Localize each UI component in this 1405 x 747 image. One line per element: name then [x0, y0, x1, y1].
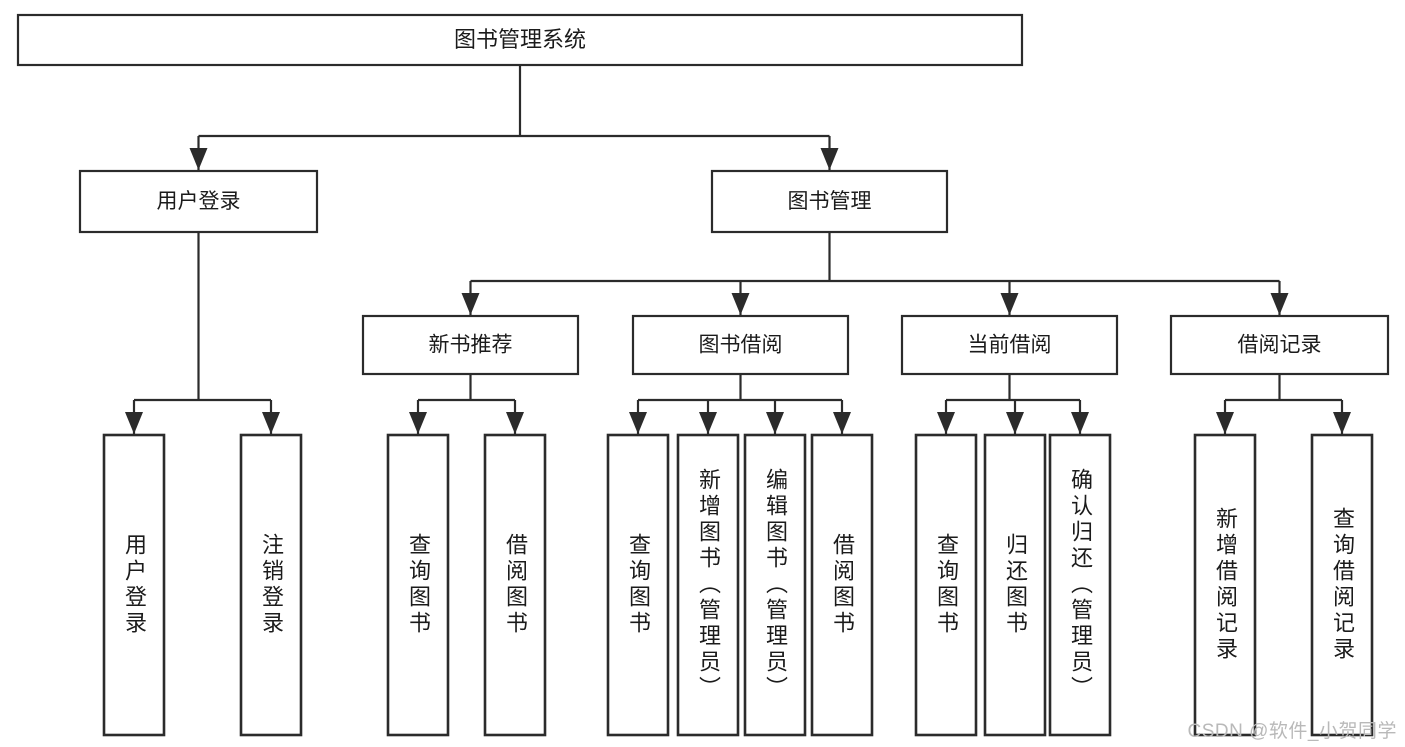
arrow-head-icon	[766, 412, 784, 434]
arrow-head-icon	[833, 412, 851, 434]
node-label-leaf-query-book-borrow: 查询图书	[626, 533, 651, 637]
node-box-leaf-borrow-book-recommend[interactable]	[483, 433, 547, 737]
node-box-current-borrow[interactable]	[900, 314, 1119, 376]
node-label-leaf-query-book-recommend: 查询图书	[406, 533, 431, 637]
arrow-head-icon	[1000, 293, 1019, 315]
node-label-leaf-query-borrow-record: 查询借阅记录	[1330, 507, 1355, 663]
arrow-head-icon	[125, 412, 143, 434]
edge-recommend-to-leaves	[409, 374, 524, 434]
node-box-leaf-query-borrow-record[interactable]	[1310, 433, 1374, 737]
edge-userlogin-to-leaves	[125, 232, 280, 434]
arrow-head-icon	[506, 412, 524, 434]
node-label-leaf-user-logout: 注销登录	[259, 533, 284, 637]
node-box-label-wrap-leaf-borrow-book[interactable]: 借阅图书	[812, 435, 872, 735]
node-box-label-wrap-leaf-user-logout[interactable]: 注销登录	[241, 435, 301, 735]
node-box-leaf-add-borrow-record[interactable]	[1193, 433, 1257, 737]
node-box-leaf-edit-book-admin[interactable]	[743, 433, 807, 737]
node-label-book-borrow: 图书借阅	[699, 334, 783, 357]
edge-current-to-leaves	[937, 374, 1089, 434]
node-box-label-wrap-leaf-query-book-borrow[interactable]: 查询图书	[608, 435, 668, 735]
node-label-leaf-user-login: 用户登录	[122, 533, 147, 637]
boxes-layer	[16, 13, 1390, 737]
node-box-leaf-return-book[interactable]	[983, 433, 1047, 737]
node-box-label-wrap-leaf-borrow-book-recommend[interactable]: 借阅图书	[485, 435, 545, 735]
edges-layer	[125, 65, 1351, 434]
node-box-root[interactable]	[16, 13, 1024, 67]
node-box-leaf-user-login[interactable]	[102, 433, 166, 737]
arrow-head-icon	[1071, 412, 1089, 434]
edge-bookmgmt-to-level3	[461, 232, 1289, 315]
node-label-new-book-recommend: 新书推荐	[429, 334, 513, 357]
arrow-head-icon	[1216, 412, 1234, 434]
arrow-head-icon	[820, 148, 839, 170]
node-box-book-borrow[interactable]	[631, 314, 850, 376]
node-label-leaf-borrow-book-recommend: 借阅图书	[503, 533, 528, 637]
node-label-leaf-confirm-return-admin: 确认归还（管理员）	[1068, 468, 1093, 702]
node-box-label-wrap-leaf-user-login[interactable]: 用户登录	[104, 435, 164, 735]
arrow-head-icon	[699, 412, 717, 434]
arrow-head-icon	[937, 412, 955, 434]
node-box-label-wrap-leaf-add-borrow-record[interactable]: 新增借阅记录	[1195, 435, 1255, 735]
node-label-leaf-borrow-book: 借阅图书	[830, 533, 855, 637]
node-label-leaf-edit-book-admin: 编辑图书（管理员）	[763, 468, 788, 702]
arrow-head-icon	[409, 412, 427, 434]
node-box-label-wrap-leaf-return-book[interactable]: 归还图书	[985, 435, 1045, 735]
node-box-label-wrap-leaf-add-book-admin[interactable]: 新增图书（管理员）	[678, 435, 738, 735]
edge-root-to-level2	[189, 65, 839, 170]
node-box-label-wrap-leaf-query-book-recommend[interactable]: 查询图书	[388, 435, 448, 735]
node-box-leaf-query-book-borrow[interactable]	[606, 433, 670, 737]
node-label-current-borrow: 当前借阅	[968, 334, 1052, 357]
node-label-user-login: 用户登录	[157, 190, 241, 213]
arrow-head-icon	[189, 148, 208, 170]
arrow-head-icon	[731, 293, 750, 315]
node-box-leaf-confirm-return-admin[interactable]	[1048, 433, 1112, 737]
node-box-leaf-query-book-current[interactable]	[914, 433, 978, 737]
node-label-leaf-query-book-current: 查询图书	[934, 533, 959, 637]
node-label-root: 图书管理系统	[454, 27, 586, 52]
node-label-leaf-add-book-admin: 新增图书（管理员）	[696, 468, 721, 702]
node-label-leaf-return-book: 归还图书	[1003, 533, 1028, 637]
edge-borrow-to-leaves	[629, 374, 851, 434]
node-box-borrow-record[interactable]	[1169, 314, 1390, 376]
arrow-head-icon	[629, 412, 647, 434]
arrow-head-icon	[461, 293, 480, 315]
node-label-borrow-record: 借阅记录	[1238, 334, 1322, 357]
arrow-head-icon	[262, 412, 280, 434]
node-label-leaf-add-borrow-record: 新增借阅记录	[1213, 507, 1238, 663]
node-box-new-book-recommend[interactable]	[361, 314, 580, 376]
arrow-head-icon	[1333, 412, 1351, 434]
node-box-label-wrap-leaf-confirm-return-admin[interactable]: 确认归还（管理员）	[1050, 435, 1110, 735]
node-box-leaf-borrow-book[interactable]	[810, 433, 874, 737]
node-box-user-login[interactable]	[78, 169, 319, 234]
node-box-leaf-add-book-admin[interactable]	[676, 433, 740, 737]
node-box-leaf-query-book-recommend[interactable]	[386, 433, 450, 737]
arrow-head-icon	[1270, 293, 1289, 315]
node-label-book-management: 图书管理	[788, 190, 872, 213]
node-box-label-wrap-leaf-query-borrow-record[interactable]: 查询借阅记录	[1312, 435, 1372, 735]
node-box-label-wrap-leaf-edit-book-admin[interactable]: 编辑图书（管理员）	[745, 435, 805, 735]
node-box-leaf-user-logout[interactable]	[239, 433, 303, 737]
edge-record-to-leaves	[1216, 374, 1351, 434]
node-box-label-wrap-leaf-query-book-current[interactable]: 查询图书	[916, 435, 976, 735]
node-box-book-management[interactable]	[710, 169, 949, 234]
arrow-head-icon	[1006, 412, 1024, 434]
